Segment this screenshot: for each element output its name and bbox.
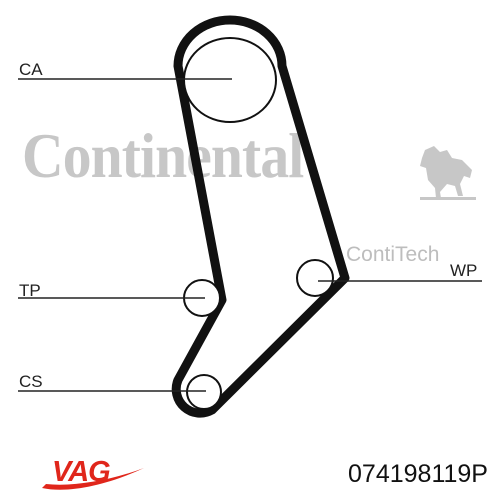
timing-belt bbox=[171, 15, 350, 418]
camshaft-pulley bbox=[183, 37, 277, 123]
brand-logo-text: VAG bbox=[52, 456, 111, 488]
part-number: 074198119P bbox=[348, 460, 488, 488]
vag-logo-swoosh-icon bbox=[42, 468, 144, 490]
label-crankshaft: CS bbox=[19, 372, 43, 391]
horse-logo-icon bbox=[420, 146, 476, 200]
label-camshaft: CA bbox=[19, 60, 43, 79]
water-pump-pulley bbox=[296, 259, 334, 297]
continental-watermark: Continental bbox=[22, 120, 304, 191]
contitech-watermark: ContiTech bbox=[346, 243, 440, 266]
label-tensioner: TP bbox=[19, 281, 41, 300]
label-water-pump: WP bbox=[450, 261, 478, 280]
crankshaft-sprocket bbox=[186, 374, 222, 410]
